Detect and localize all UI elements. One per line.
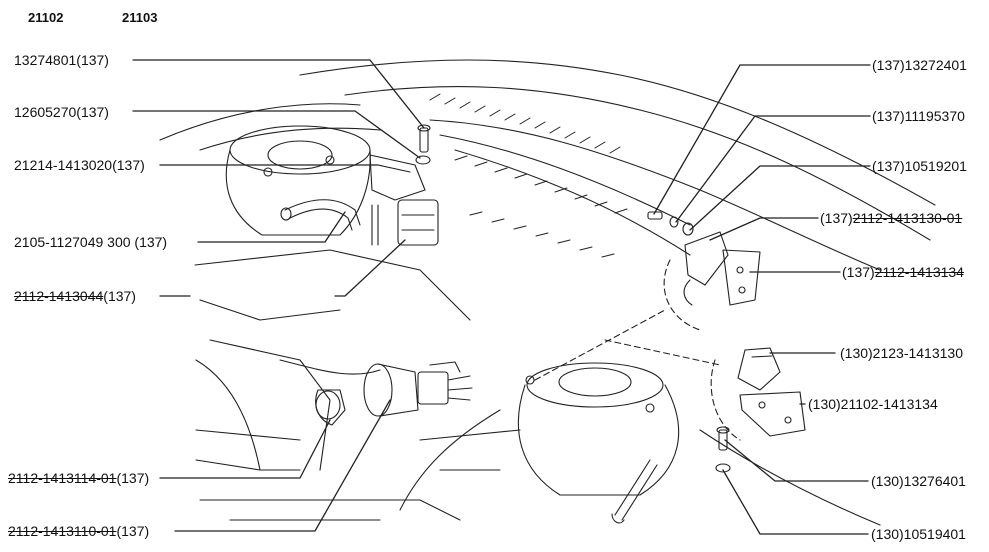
superseded-part-number: 2112-1413114-01 — [8, 470, 117, 486]
prop-rod — [611, 459, 658, 524]
label-13272401: (137)13272401 — [872, 57, 967, 73]
part-number-text: (137)13272401 — [872, 57, 967, 73]
detail-dashed-lines — [534, 259, 741, 441]
label-13274801: 13274801(137) — [14, 52, 109, 68]
label-12605270: 12605270(137) — [14, 104, 109, 120]
model-code-21103: 21103 — [122, 10, 158, 25]
grille-slots — [429, 93, 628, 258]
leader-lines-left — [132, 59, 425, 532]
part-number-text: (137) — [116, 523, 150, 539]
part-number-text: (137) — [842, 264, 875, 280]
engine-body-lines — [194, 249, 521, 521]
label-2112-1413134: (137)2112-1413134 — [842, 264, 964, 280]
vacuum-hose — [280, 199, 361, 231]
part-number-text: (137) — [820, 210, 853, 226]
part-number-text: (130)2123-1413130 — [840, 345, 963, 361]
label-2105-1127049: 2105-1127049 300 (137) — [14, 234, 167, 250]
label-2112-1413110-01: 2112-1413110-01(137) — [8, 523, 149, 539]
part-number-text: 13274801(137) — [14, 52, 109, 68]
sensor-bracket-130 — [715, 347, 806, 473]
part-number-text: 2105-1127049 300 (137) — [14, 234, 168, 250]
part-number-text: (130)10519401 — [871, 526, 966, 542]
part-number-text: (137) — [103, 288, 136, 304]
model-code-21102: 21102 — [28, 10, 64, 25]
label-11195370: (137)11195370 — [872, 108, 965, 124]
screw-washer-top — [415, 124, 431, 165]
label-21102-1413134: (130)21102-1413134 — [808, 396, 938, 412]
superseded-part-number: 2112-1413134 — [874, 264, 964, 280]
part-number-text: 21214-1413020(137) — [14, 157, 145, 173]
crank-sensor-parts — [315, 361, 473, 426]
label-2112-1413114-01: 2112-1413114-01(137) — [8, 470, 149, 486]
part-number-text: (130)13276401 — [871, 473, 966, 489]
part-number-text: (137)10519201 — [872, 158, 967, 174]
part-number-text: (130)21102-1413134 — [808, 396, 938, 412]
label-21214-1413020: 21214-1413020(137) — [14, 157, 145, 173]
leader-lines-right — [653, 64, 871, 535]
label-10519401: (130)10519401 — [871, 526, 966, 542]
label-13276401: (130)13276401 — [871, 473, 966, 489]
map-sensor — [369, 154, 439, 246]
label-2123-1413130: (130)2123-1413130 — [840, 345, 963, 361]
label-2112-1413044: 2112-1413044(137) — [14, 288, 136, 304]
superseded-part-number: 2112-1413044 — [14, 288, 104, 304]
sensor-bracket-137 — [647, 211, 761, 306]
left-strut-tower — [225, 125, 371, 236]
hood-outline — [159, 59, 936, 271]
part-number-text: (137)11195370 — [872, 108, 965, 124]
label-10519201: (137)10519201 — [872, 158, 967, 174]
part-number-text: (137) — [116, 470, 150, 486]
right-strut-tower — [399, 362, 881, 526]
superseded-part-number: 2112-1413110-01 — [8, 523, 117, 539]
part-number-text: 12605270(137) — [14, 104, 109, 120]
label-2112-1413130-01: (137)2112-1413130-01 — [820, 210, 962, 226]
superseded-part-number: 2112-1413130-01 — [852, 210, 963, 226]
